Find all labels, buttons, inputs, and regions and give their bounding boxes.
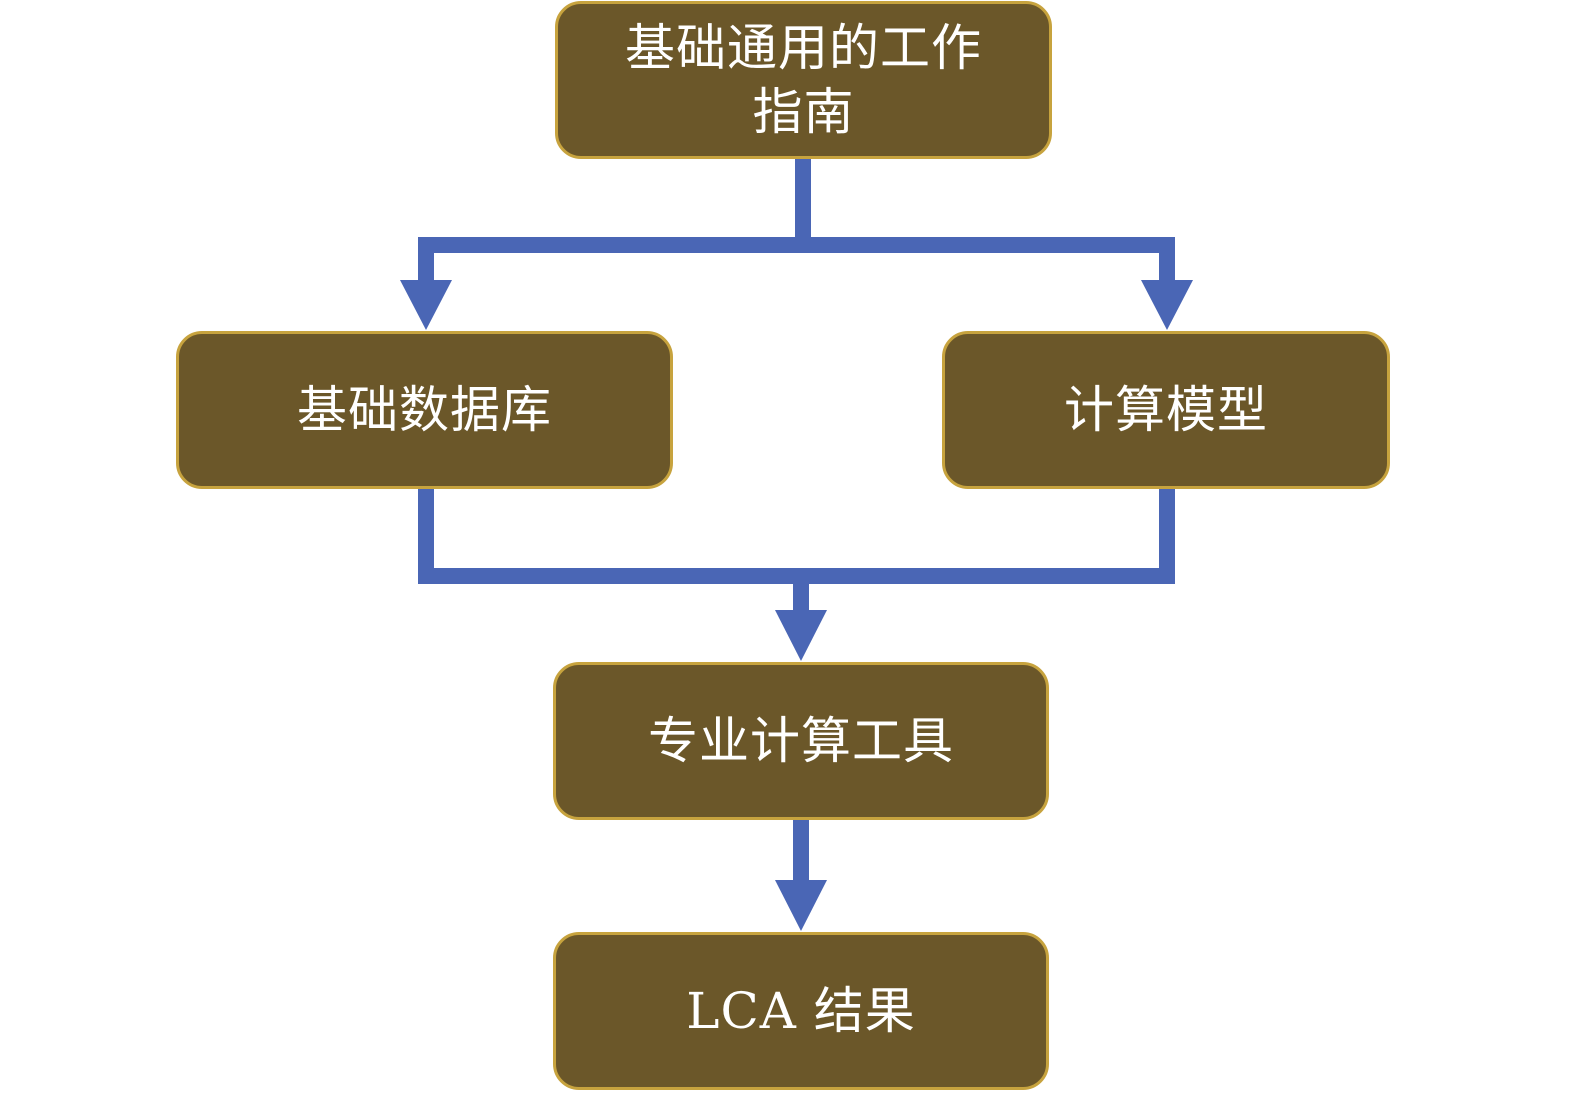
node-calculation-model: 计算模型: [942, 331, 1390, 489]
arrowhead-to-tool: [775, 610, 827, 661]
node-lca-result-label: LCA 结果: [686, 982, 916, 1040]
edge-guide-to-database-and-model: [400, 158, 1193, 330]
node-base-database: 基础数据库: [176, 331, 673, 489]
arrowhead-to-database: [400, 280, 452, 330]
node-lca-result: LCA 结果: [553, 932, 1049, 1090]
node-base-database-label: 基础数据库: [297, 381, 552, 439]
node-general-guideline-label: 基础通用的工作 指南: [625, 19, 982, 141]
arrowhead-to-model: [1141, 280, 1193, 330]
edge-tool-to-result: [775, 820, 827, 931]
edge-database-and-model-to-tool: [418, 489, 1175, 661]
node-professional-tool-label: 专业计算工具: [648, 712, 954, 770]
node-general-guideline: 基础通用的工作 指南: [555, 1, 1052, 159]
node-calculation-model-label: 计算模型: [1064, 381, 1268, 439]
node-professional-tool: 专业计算工具: [553, 662, 1049, 820]
arrowhead-to-result: [775, 880, 827, 931]
